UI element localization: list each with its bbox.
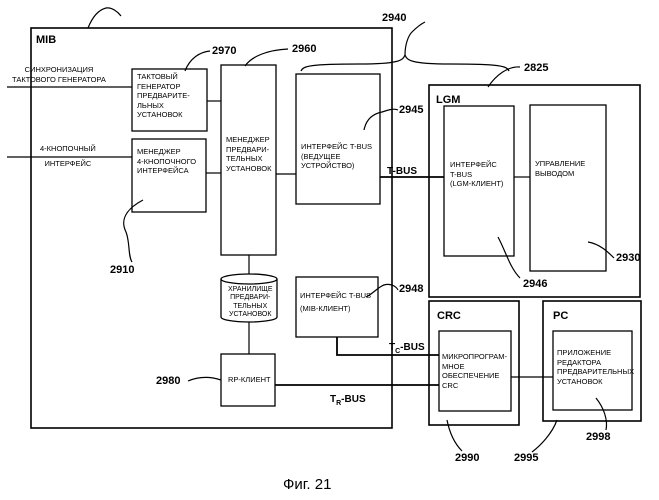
output-control-box: [530, 105, 606, 271]
ref-2946: 2946: [523, 278, 547, 290]
ref-2930: 2930: [616, 252, 640, 264]
leader-2995: [532, 420, 557, 452]
t-bus-label: T-BUS: [387, 166, 417, 177]
ref-2825: 2825: [524, 62, 548, 74]
leader-2940: [405, 22, 425, 55]
leader-2825: [488, 67, 520, 87]
rp-client-text: RP-КЛИЕНТ: [228, 375, 271, 385]
sync-input-label: СИНХРОНИЗАЦИЯ ТАКТОВОГО ГЕНЕРАТОРА: [12, 65, 106, 84]
crc-label: CRC: [437, 310, 461, 322]
ref-2948: 2948: [399, 283, 423, 295]
clock-gen-text: ТАКТОВЫЙ ГЕНЕРАТОР ПРЕДВАРИТЕ- ЛЬНЫХ УСТ…: [137, 72, 190, 120]
pc-label: PC: [553, 310, 568, 322]
storage-cylinder-top: [221, 274, 277, 284]
ref-2910: 2910: [110, 264, 134, 276]
tr-bus-label: TR-BUS: [330, 394, 366, 407]
tbus-mib-client-text: ИНТЕРФЕЙС T-BUS (MIB-КЛИЕНТ): [300, 289, 371, 315]
ref-2945: 2945: [399, 104, 423, 116]
ref-2940: 2940: [382, 12, 406, 24]
figure-caption: Фиг. 21: [283, 476, 331, 493]
crc-firmware-text: МИКРОПРОГРАМ- МНОЕ ОБЕСПЕЧЕНИЕ CRC: [442, 352, 507, 390]
mib-label: MIB: [36, 34, 56, 46]
four-button-mgr-text: МЕНЕДЖЕР 4-КНОПОЧНОГО ИНТЕРФЕЙСА: [137, 147, 196, 176]
storage-text: ХРАНИЛИЩЕ ПРЕДВАРИ- ТЕЛЬНЫХ УСТАНОВОК: [228, 286, 272, 320]
tc-bus-suffix: -BUS: [400, 342, 424, 353]
ref-2990: 2990: [455, 452, 479, 464]
preset-editor-text: ПРИЛОЖЕНИЕ РЕДАКТОРА ПРЕДВАРИТЕЛЬНЫХ УСТ…: [557, 348, 634, 386]
tc-bus-label: TC-BUS: [389, 342, 425, 355]
output-control-text: УПРАВЛЕНИЕ ВЫВОДОМ: [535, 159, 585, 178]
ref-2998: 2998: [586, 431, 610, 443]
tr-bus-suffix: -BUS: [341, 394, 365, 405]
mib-leader: [88, 8, 121, 28]
ref-2980: 2980: [156, 375, 180, 387]
tbus-master-text: ИНТЕРФЕЙС T-BUS (ВЕДУЩЕЕ УСТРОЙСТВО): [301, 142, 372, 171]
tbus-lgm-client-text: ИНТЕРФЕЙС T-BUS (LGM-КЛИЕНТ): [450, 160, 503, 189]
ref-2960: 2960: [292, 43, 316, 55]
ref-2970: 2970: [212, 45, 236, 57]
lgm-label: LGM: [436, 94, 460, 106]
ref-2995: 2995: [514, 452, 538, 464]
tbus-master-box: [296, 74, 380, 204]
four-button-input-label: 4-КНОПОЧНЫЙ ИНТЕРФЕЙС: [40, 141, 96, 171]
preset-mgr-text: МЕНЕДЖЕР ПРЕДВАРИ- ТЕЛЬНЫХ УСТАНОВОК: [226, 135, 271, 173]
